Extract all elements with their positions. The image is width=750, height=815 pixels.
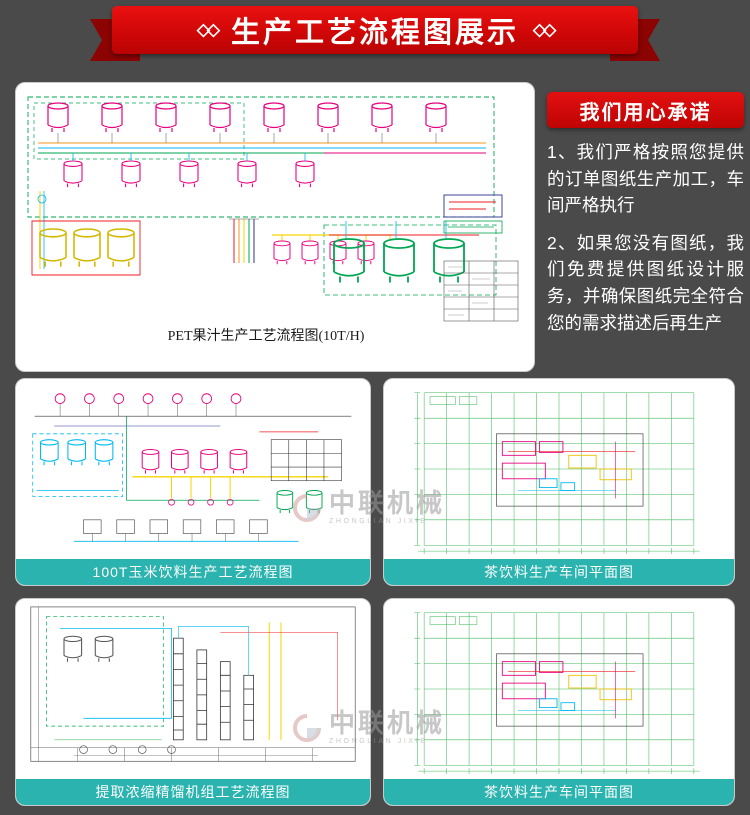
distillation-flow-diagram	[16, 599, 370, 779]
panel-corn-beverage-flow: 100T玉米饮料生产工艺流程图	[15, 378, 371, 586]
banner: ◇◇ 生产工艺流程图展示 ◇◇	[90, 6, 660, 61]
panel-caption-tea-plan-2: 茶饮料生产车间平面图	[384, 779, 734, 805]
promise-section: 我们用心承诺 1、我们严格按照您提供的订单图纸生产加工，车间严格执行 2、如果您…	[547, 92, 744, 336]
panel-caption-distillation: 提取浓缩精馏机组工艺流程图	[16, 779, 370, 805]
tea-workshop-floorplan-diagram-1	[384, 379, 734, 559]
panel-distillation-flow: 提取浓缩精馏机组工艺流程图	[15, 598, 371, 806]
promise-paragraph-2: 2、如果您没有图纸，我们免费提供图纸设计服务，并确保图纸完全符合您的需求描述后再…	[547, 232, 744, 333]
panel-caption-tea-plan-1: 茶饮料生产车间平面图	[384, 559, 734, 585]
panel-tea-workshop-plan-2: 茶饮料生产车间平面图	[383, 598, 735, 806]
pet-juice-flow-diagram	[27, 96, 519, 322]
banner-ornament-right-icon: ◇◇	[533, 20, 556, 39]
corn-beverage-flow-diagram	[16, 379, 370, 559]
page-title: 生产工艺流程图展示	[230, 17, 519, 49]
promise-badge: 我们用心承诺	[547, 92, 744, 128]
promise-paragraph-1: 1、我们严格按照您提供的订单图纸生产加工，车间严格执行	[547, 142, 744, 216]
banner-ornament-left-icon: ◇◇	[196, 20, 220, 39]
main-diagram-caption: PET果汁生产工艺流程图(10T/H)	[167, 329, 365, 344]
tea-workshop-floorplan-diagram-2	[384, 599, 734, 779]
panel-pet-juice-flow: PET果汁生产工艺流程图(10T/H)	[15, 82, 535, 372]
panel-tea-workshop-plan-1: 茶饮料生产车间平面图	[383, 378, 735, 586]
banner-title-bar: ◇◇ 生产工艺流程图展示 ◇◇	[112, 6, 638, 54]
panel-caption-corn: 100T玉米饮料生产工艺流程图	[16, 559, 370, 585]
